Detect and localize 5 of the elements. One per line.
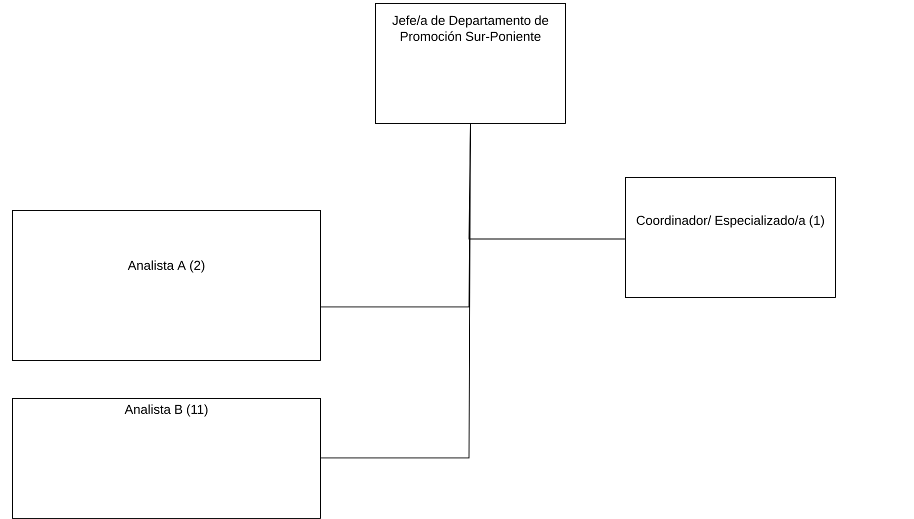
connector-line <box>320 123 471 458</box>
org-box: Analista A (2) <box>12 210 321 361</box>
org-box: Coordinador/ Especializado/a (1) <box>625 177 836 298</box>
org-box: Jefe/a de Departamento de Promoción Sur-Poniente <box>375 2 566 124</box>
org-box: Analista B (11) <box>12 398 321 519</box>
